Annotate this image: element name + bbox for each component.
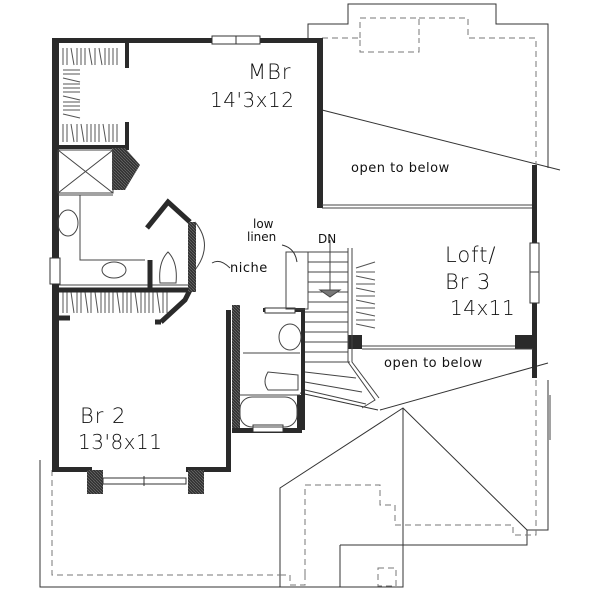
bath-fixtures [57, 149, 309, 428]
staircase[interactable] [304, 240, 533, 409]
note-open-to-below-lower: open to below [384, 356, 483, 371]
leader-lines [211, 244, 298, 269]
room-dim-br2: 13'8x11 [78, 430, 163, 454]
walls [52, 38, 537, 494]
room-dim-loft: 14x11 [450, 296, 516, 320]
room-name-loft: Loft/ [445, 243, 497, 267]
room-name-br2: Br 2 [80, 404, 127, 428]
roof-outline [39, 3, 561, 588]
note-niche: niche [230, 261, 268, 276]
room-name-mbr: MBr [248, 60, 292, 84]
niche-walls [55, 198, 193, 325]
room-name-br3: Br 3 [445, 270, 492, 294]
note-open-to-below-upper: open to below [351, 161, 450, 176]
note-low-line1: low [253, 217, 274, 231]
note-linen-line2: linen [247, 230, 277, 244]
windows [49, 35, 540, 486]
room-dim-mbr: 14'3x12 [210, 88, 295, 112]
note-stair-down: DN [318, 232, 337, 246]
dashed-outline [51, 17, 537, 587]
closet-shelving [62, 47, 376, 329]
